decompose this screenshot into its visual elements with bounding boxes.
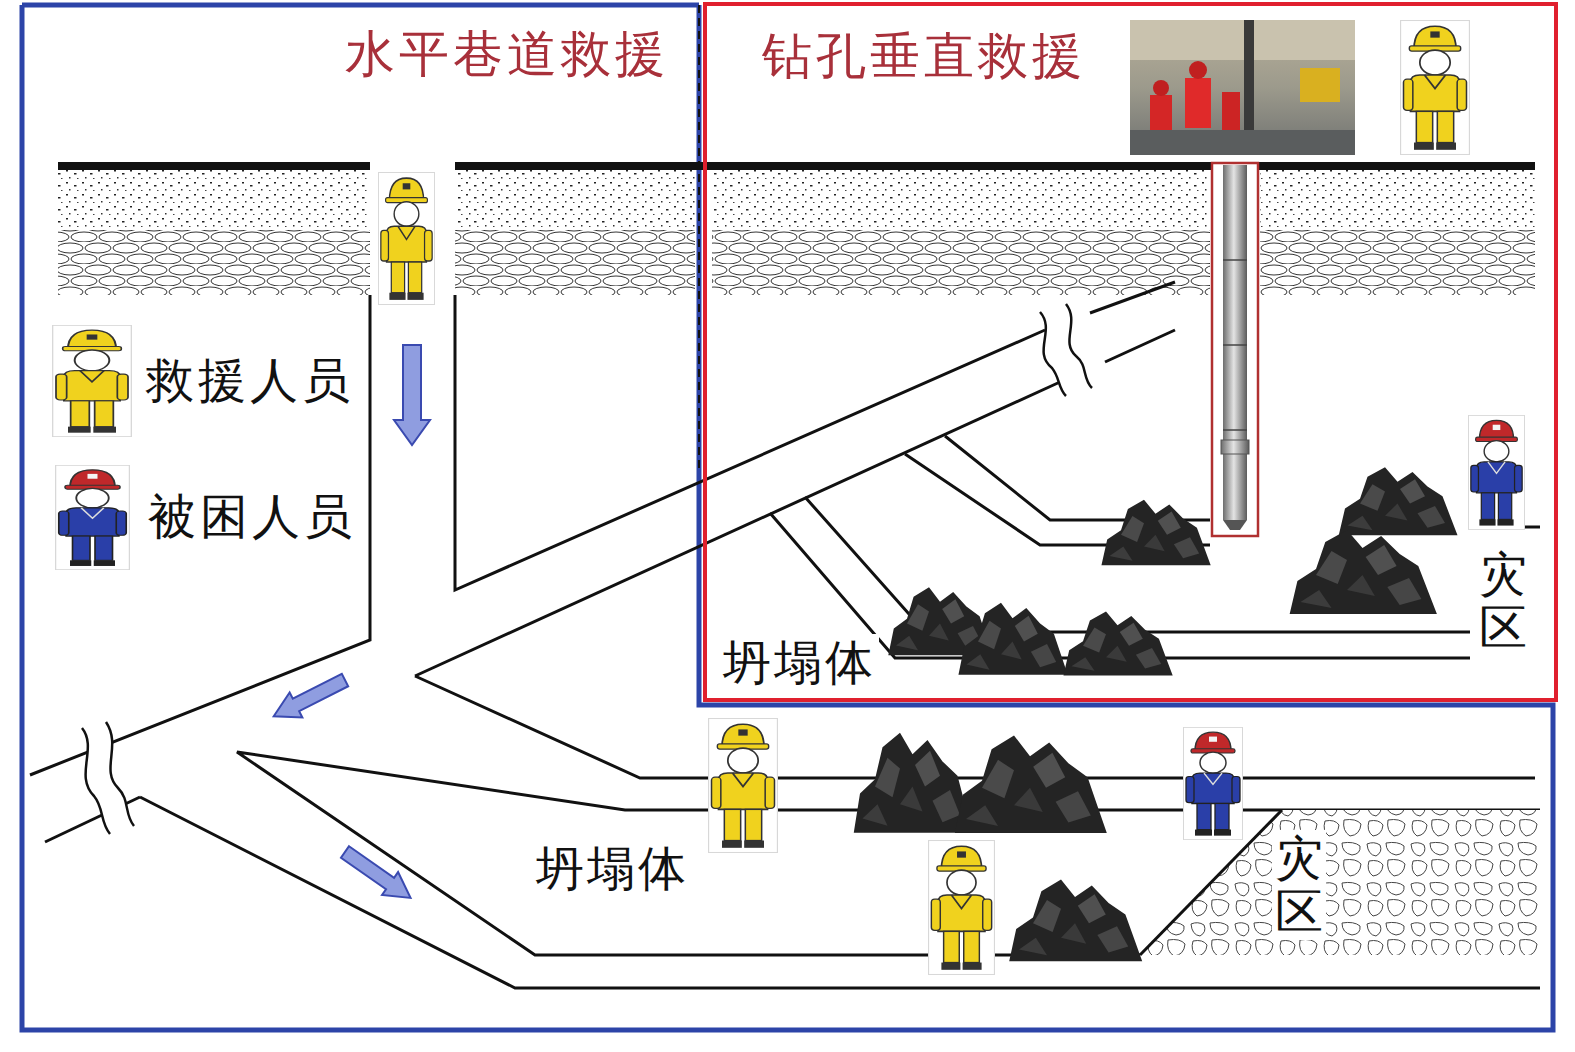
frame-heading: 钻孔垂直救援 — [762, 26, 1086, 86]
ground-strata — [58, 162, 1535, 295]
frame-heading: 水平巷道救援 — [345, 24, 669, 84]
zone-label: 灾区 — [1476, 546, 1530, 656]
drilling-photo — [1130, 20, 1355, 155]
rescue-frame: 钻孔垂直救援 — [703, 2, 1558, 702]
trapped-figures — [56, 415, 1525, 839]
collapse-label: 坍塌体 — [720, 634, 879, 692]
collapse-label: 坍塌体 — [533, 840, 692, 898]
zone-label: 灾区 — [1272, 830, 1326, 940]
tunnel-break — [82, 304, 1092, 834]
rescuer-figures — [53, 21, 1470, 975]
direction-arrows — [267, 345, 430, 909]
legend-text: 救援人员 — [146, 352, 354, 410]
tunnel-lines — [30, 282, 1540, 988]
blue-frame — [22, 5, 1553, 1030]
legend-text: 被困人员 — [148, 488, 356, 546]
drill-pipe — [1212, 163, 1258, 536]
